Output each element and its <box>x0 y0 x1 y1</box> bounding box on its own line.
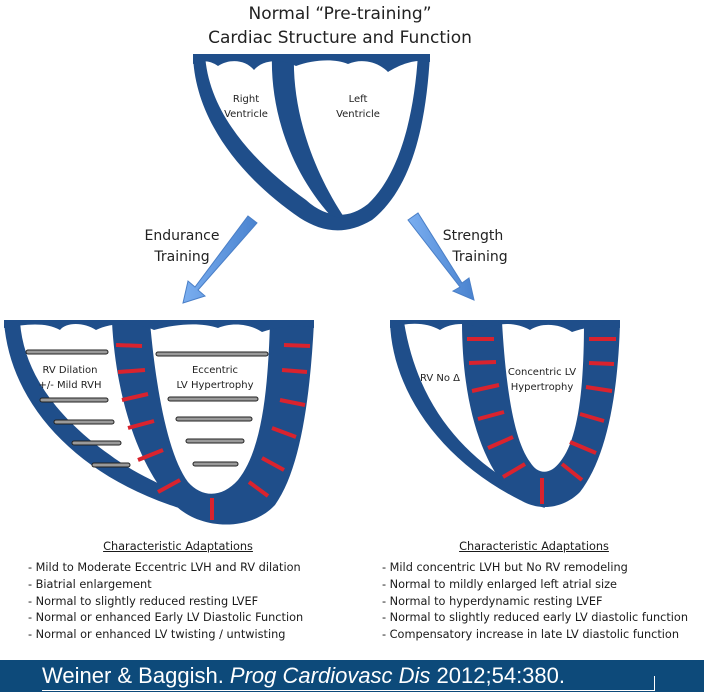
normal-heart <box>193 48 430 231</box>
list-item: - Normal to hyperdynamic resting LVEF <box>382 594 603 608</box>
hypertrophy-mark <box>487 435 514 450</box>
dilation-arrow <box>39 397 109 403</box>
hypertrophy-mark <box>117 368 146 374</box>
rv-dilation-line-2: +/- Mild RVH <box>38 380 102 391</box>
normal-heart-outer-wall <box>193 54 430 231</box>
list-item: - Normal to slightly reduced resting LVE… <box>28 594 259 608</box>
dilation-arrow <box>25 349 109 355</box>
label-right-ventricle: Right Ventricle <box>218 92 274 122</box>
endurance-heart-lv-wall <box>112 322 314 525</box>
hypertrophy-mark <box>157 478 181 494</box>
list-item: - Compensatory increase in late LV diast… <box>382 628 680 642</box>
dilation-arrow <box>53 419 115 425</box>
list-item: - Biatrial enlargement <box>28 577 152 591</box>
strength-adaptations-list: - Mild concentric LVH but No RV remodeli… <box>382 560 704 644</box>
concentric-line-1: Concentric LV <box>507 367 577 378</box>
text-cursor <box>654 676 655 691</box>
label-concentric-lvh: Concentric LV Hypertrophy <box>500 365 584 395</box>
title-line-2: Cardiac Structure and Function <box>208 28 472 48</box>
hypertrophy-mark <box>588 361 615 366</box>
dilation-arrow <box>192 461 239 467</box>
hypertrophy-mark <box>115 343 143 348</box>
hypertrophy-mark <box>271 426 297 439</box>
hypertrophy-mark <box>579 412 605 423</box>
citation-bar: Weiner & Baggish. Prog Cardiovasc Dis 20… <box>0 660 704 692</box>
eccentric-line-1: Eccentric <box>191 365 239 376</box>
dilation-arrow <box>71 440 122 446</box>
concentric-line-2: Hypertrophy <box>510 382 574 393</box>
lv-label-line-1: Left <box>348 94 368 105</box>
hypertrophy-mark <box>569 440 597 455</box>
hypertrophy-mark <box>127 419 155 430</box>
endurance-line-1: Endurance <box>144 228 220 244</box>
strength-heart-rv-wall <box>390 322 545 508</box>
strength-heart <box>390 320 620 508</box>
endurance-heart-valve-plane <box>4 320 314 332</box>
hypertrophy-mark <box>468 360 497 365</box>
citation-authors: Weiner & Baggish. <box>42 663 230 688</box>
strength-adaptations-header: Characteristic Adaptations <box>459 540 609 553</box>
rv-dilation-line-1: RV Dilation <box>42 365 98 376</box>
hypertrophy-mark <box>477 410 505 421</box>
dilation-arrow <box>155 351 269 357</box>
hypertrophy-mark <box>281 368 308 374</box>
hypertrophy-mark <box>501 462 527 479</box>
label-rv-no-change: RV No Δ <box>410 371 470 386</box>
hypertrophy-mark <box>121 392 149 402</box>
endurance-hypertrophy-marks <box>115 343 311 520</box>
endurance-adaptations-header: Characteristic Adaptations <box>103 540 253 553</box>
hypertrophy-mark <box>247 480 270 498</box>
label-strength-training: Strength Training <box>430 226 530 268</box>
dilation-arrow <box>185 438 245 444</box>
strength-line-1: Strength <box>442 228 504 244</box>
hypertrophy-mark <box>560 462 584 482</box>
list-item: - Mild to Moderate Eccentric LVH and RV … <box>28 561 301 574</box>
endurance-adaptations-list: - Mild to Moderate Eccentric LVH and RV … <box>28 560 358 644</box>
label-left-ventricle: Left Ventricle <box>328 92 388 122</box>
list-item: - Normal or enhanced LV twisting / untwi… <box>28 628 286 642</box>
hypertrophy-mark <box>585 385 613 393</box>
endurance-adaptations: Characteristic Adaptations - Mild to Mod… <box>28 540 358 644</box>
lv-label-line-2: Ventricle <box>336 109 380 120</box>
normal-heart-septum <box>271 54 346 220</box>
citation-underline <box>42 690 654 691</box>
list-item: - Normal to mildly enlarged left atrial … <box>382 577 618 591</box>
strength-heart-lv-wall <box>462 322 620 507</box>
hypertrophy-mark <box>137 448 164 462</box>
citation-text: Weiner & Baggish. Prog Cardiovasc Dis 20… <box>42 660 565 692</box>
list-item: - Mild concentric LVH but No RV remodeli… <box>382 561 628 574</box>
dilation-arrow <box>91 462 131 468</box>
normal-heart-valve-plane <box>193 54 430 72</box>
title-line-1: Normal “Pre-training” <box>248 4 432 24</box>
endurance-heart-rv-wall <box>4 322 240 522</box>
label-eccentric-lvh: Eccentric LV Hypertrophy <box>160 363 270 393</box>
strength-adaptations: Characteristic Adaptations - Mild concen… <box>382 540 704 644</box>
list-item: - Normal to slightly reduced early LV di… <box>382 611 688 625</box>
citation-journal: Prog Cardiovasc Dis <box>229 663 431 688</box>
endurance-arrow <box>182 215 258 304</box>
strength-arrow <box>407 212 475 301</box>
label-rv-dilation: RV Dilation +/- Mild RVH <box>30 363 110 393</box>
citation-volume: 2012;54:380. <box>430 663 566 688</box>
dilation-arrow <box>175 416 253 422</box>
rv-no-change-line-1: RV No Δ <box>419 373 461 384</box>
hypertrophy-mark <box>283 343 311 348</box>
endurance-dilation-arrows <box>25 349 269 468</box>
list-item: - Normal or enhanced Early LV Diastolic … <box>28 611 304 625</box>
endurance-heart <box>4 320 314 525</box>
hypertrophy-mark <box>261 456 285 472</box>
hypertrophy-mark <box>279 398 306 407</box>
hypertrophy-mark <box>471 383 500 393</box>
dilation-arrow <box>167 396 259 402</box>
figure-title: Normal “Pre-training” Cardiac Structure … <box>180 2 500 50</box>
strength-heart-valve-plane <box>390 320 620 332</box>
endurance-line-2: Training <box>154 249 210 265</box>
strength-line-2: Training <box>452 249 508 265</box>
eccentric-line-2: LV Hypertrophy <box>176 380 254 391</box>
strength-hypertrophy-marks <box>467 337 616 504</box>
label-endurance-training: Endurance Training <box>132 226 232 268</box>
rv-label-line-2: Ventricle <box>224 109 268 120</box>
rv-label-line-1: Right <box>232 94 260 105</box>
